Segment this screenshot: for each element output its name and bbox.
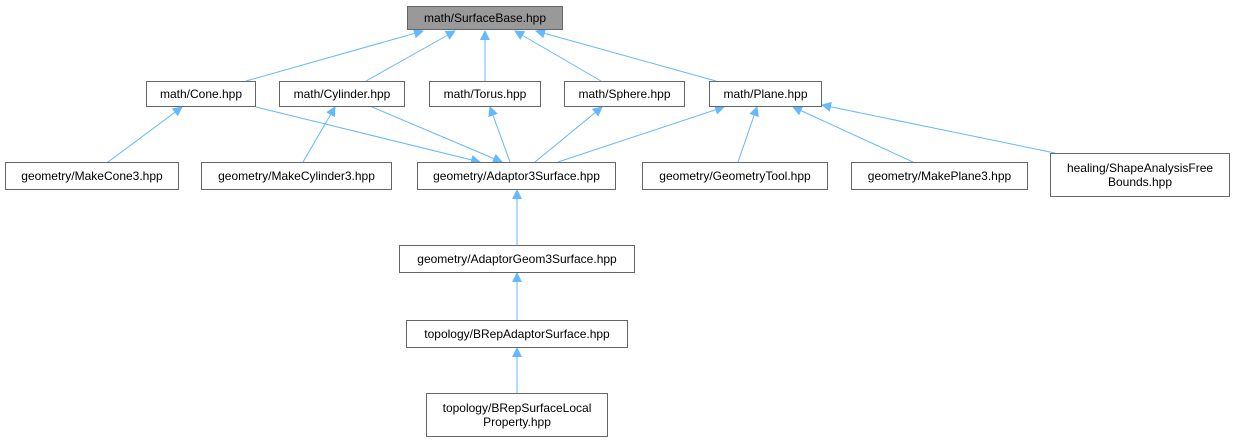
edge-adaptor3surface-to-cone <box>255 106 481 165</box>
node-label: geometry/GeometryTool.hpp <box>659 169 811 183</box>
node-label: math/Cone.hpp <box>159 87 243 101</box>
node-math-cylinder[interactable]: math/Cylinder.hpp <box>279 81 405 107</box>
node-label: healing/ShapeAnalysisFree Bounds.hpp <box>1066 161 1214 189</box>
node-math-sphere[interactable]: math/Sphere.hpp <box>564 81 685 107</box>
node-label: math/Torus.hpp <box>443 87 527 101</box>
edge-shapeanalysis-to-plane <box>821 101 1056 154</box>
node-geometry-adaptor3surface[interactable]: geometry/Adaptor3Surface.hpp <box>417 162 616 190</box>
edge-cylinder-to-surfacebase <box>365 30 456 82</box>
node-label: math/Sphere.hpp <box>578 87 671 101</box>
node-label: geometry/MakePlane3.hpp <box>867 169 1012 183</box>
node-geometry-makecone3[interactable]: geometry/MakeCone3.hpp <box>5 162 179 190</box>
node-label: topology/BRepAdaptorSurface.hpp <box>424 327 610 341</box>
node-label: geometry/MakeCylinder3.hpp <box>218 169 375 183</box>
node-topology-brepsurfacelocalproperty[interactable]: topology/BRepSurfaceLocal Property.hpp <box>426 393 608 437</box>
node-label: geometry/AdaptorGeom3Surface.hpp <box>417 252 617 266</box>
node-geometry-geometrytool[interactable]: geometry/GeometryTool.hpp <box>642 162 828 190</box>
node-label: geometry/MakeCone3.hpp <box>21 169 163 183</box>
edge-adaptor3surface-to-cylinder <box>371 106 503 164</box>
node-math-torus[interactable]: math/Torus.hpp <box>429 81 541 107</box>
edge-geometrytool-to-plane <box>737 106 759 163</box>
node-topology-brepadaptorsurface[interactable]: topology/BRepAdaptorSurface.hpp <box>406 320 628 348</box>
edge-makecylinder3-to-cylinder <box>302 106 336 163</box>
node-math-surfacebase: math/SurfaceBase.hpp <box>407 6 563 30</box>
node-label: topology/BRepSurfaceLocal Property.hpp <box>442 401 592 429</box>
edge-adaptor3surface-to-plane <box>557 105 725 163</box>
edge-plane-to-surfacebase <box>535 28 717 82</box>
node-label: geometry/Adaptor3Surface.hpp <box>433 169 600 183</box>
node-geometry-adaptorgeom3surface[interactable]: geometry/AdaptorGeom3Surface.hpp <box>399 245 635 273</box>
node-geometry-makecylinder3[interactable]: geometry/MakeCylinder3.hpp <box>201 162 392 190</box>
node-geometry-makeplane3[interactable]: geometry/MakePlane3.hpp <box>851 162 1028 190</box>
edge-makecone3-to-cone <box>107 106 183 163</box>
edge-cone-to-surfacebase <box>245 28 424 82</box>
node-math-cone[interactable]: math/Cone.hpp <box>146 81 256 107</box>
node-label: math/SurfaceBase.hpp <box>423 11 547 25</box>
node-math-plane[interactable]: math/Plane.hpp <box>709 81 822 107</box>
edge-sphere-to-surfacebase <box>514 30 602 82</box>
node-label: math/Cylinder.hpp <box>293 87 391 101</box>
edge-adaptor3surface-to-torus <box>488 106 511 163</box>
edge-makeplane3-to-plane <box>792 106 914 163</box>
node-healing-shapeanalysisfreebounds[interactable]: healing/ShapeAnalysisFree Bounds.hpp <box>1050 153 1230 197</box>
node-label: math/Plane.hpp <box>723 87 808 101</box>
edge-adaptor3surface-to-sphere <box>534 106 603 163</box>
